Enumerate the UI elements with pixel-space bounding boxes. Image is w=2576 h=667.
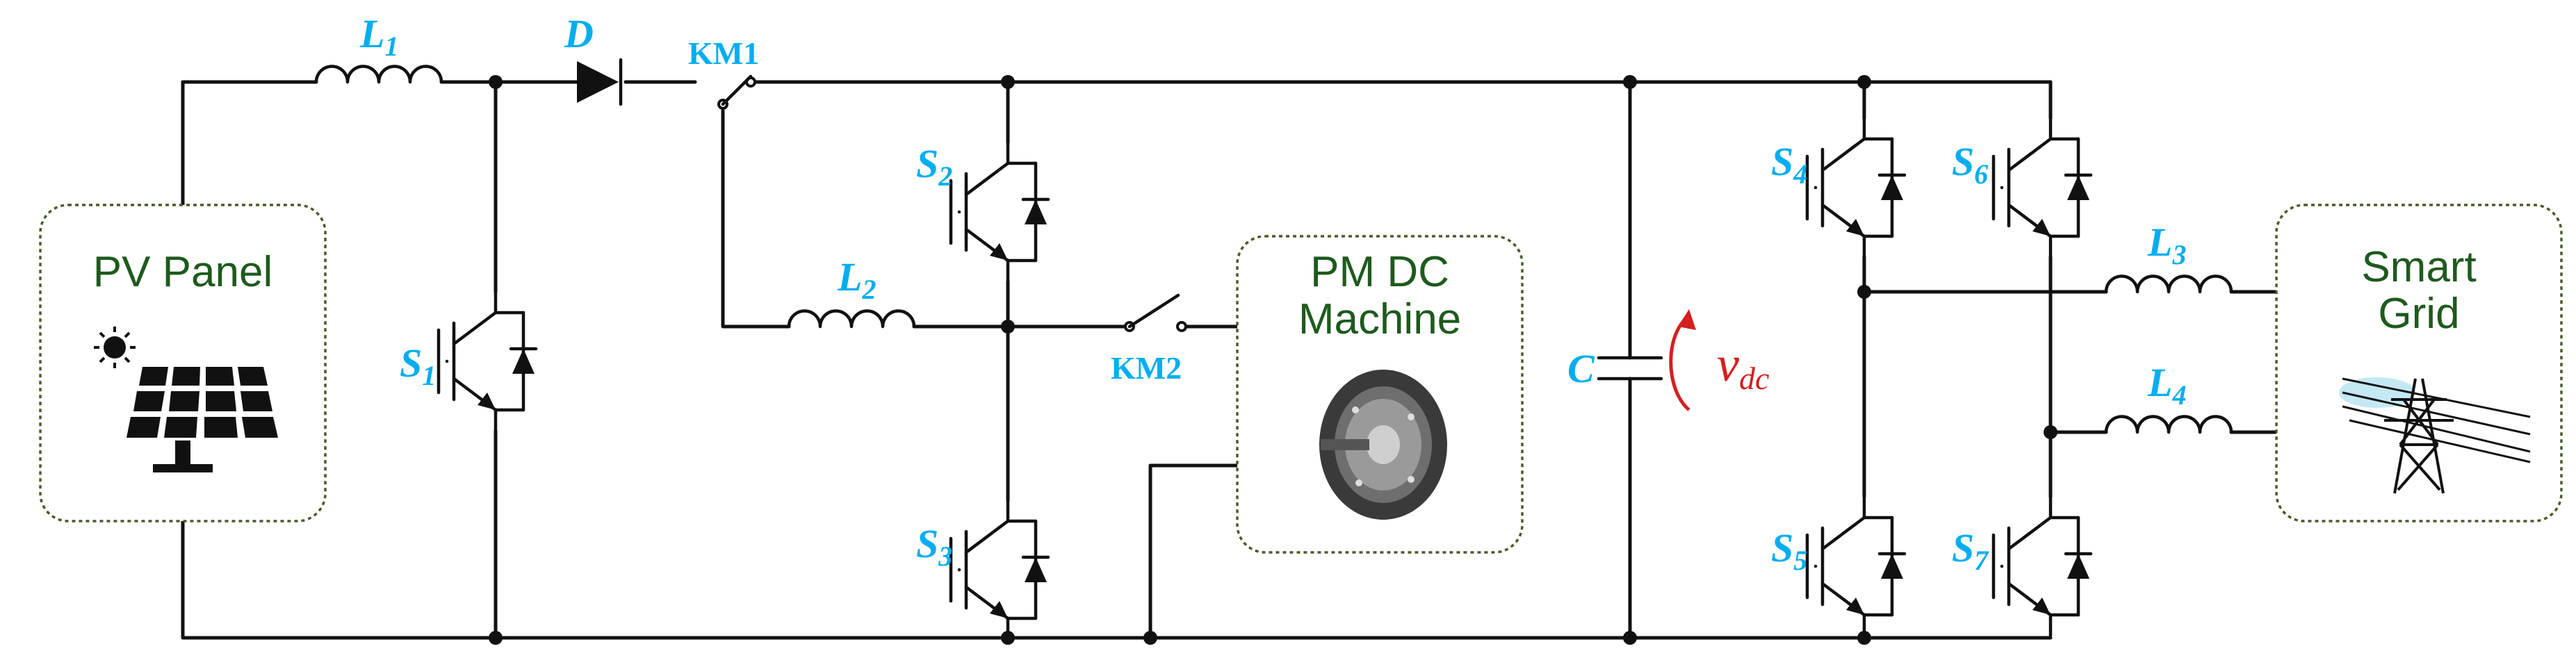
component-labels: L1 D KM1 S1 S2 L2 KM2 S3 C vdc S4 S6 S5 … — [359, 11, 2186, 576]
sun-icon — [94, 327, 136, 368]
wheel-motor-icon — [1319, 370, 1447, 520]
igbt-S2 — [951, 142, 1048, 281]
label-S7: S7 — [1952, 525, 1989, 576]
label-KM1: KM1 — [688, 35, 759, 71]
igbt-S3 — [951, 500, 1048, 639]
label-vdc: vdc — [1717, 336, 1769, 396]
capacitor-C — [1597, 356, 1663, 381]
transmission-tower-icon — [2339, 377, 2531, 494]
inductor-L2 — [789, 311, 914, 327]
smart-grid-label-line1: Smart — [2361, 243, 2476, 291]
diode-D — [564, 58, 623, 106]
switch-KM1 — [717, 74, 756, 110]
igbt-S4 — [1807, 118, 1905, 257]
solar-panel-icon — [127, 367, 278, 472]
machine-block: PM DC Machine — [1236, 235, 1524, 554]
igbt-S6 — [1994, 118, 2091, 257]
label-S5: S5 — [1771, 525, 1807, 576]
pv-panel-block: PV Panel — [39, 204, 327, 522]
label-S1: S1 — [400, 340, 436, 391]
junction-dots — [489, 75, 2057, 645]
inductor-L3 — [2106, 277, 2231, 293]
smart-grid-block: Smart Grid — [2275, 204, 2563, 522]
inductor-L1 — [316, 67, 441, 83]
pv-panel-label: PV Panel — [93, 248, 273, 296]
label-S3: S3 — [916, 521, 952, 572]
smart-grid-label-line2: Grid — [2378, 290, 2459, 338]
machine-label-line2: Machine — [1298, 295, 1461, 343]
igbt-S7 — [1994, 497, 2091, 636]
vdc-arrow — [1669, 309, 1696, 411]
label-S6: S6 — [1952, 139, 1988, 190]
wiring — [181, 80, 2279, 641]
igbt-S1 — [439, 292, 536, 431]
label-D: D — [564, 11, 594, 56]
label-L2: L2 — [837, 254, 876, 305]
switch-KM2 — [1124, 293, 1187, 332]
label-S4: S4 — [1771, 139, 1807, 190]
inductor-L4 — [2106, 417, 2231, 433]
igbt-S5 — [1807, 497, 1905, 636]
label-L3: L3 — [2147, 220, 2186, 270]
machine-label-line1: PM DC — [1310, 248, 1449, 296]
label-L4: L4 — [2147, 360, 2186, 411]
label-C: C — [1567, 346, 1595, 391]
label-L1: L1 — [359, 11, 398, 62]
label-KM2: KM2 — [1111, 350, 1182, 386]
label-S2: S2 — [916, 141, 952, 192]
